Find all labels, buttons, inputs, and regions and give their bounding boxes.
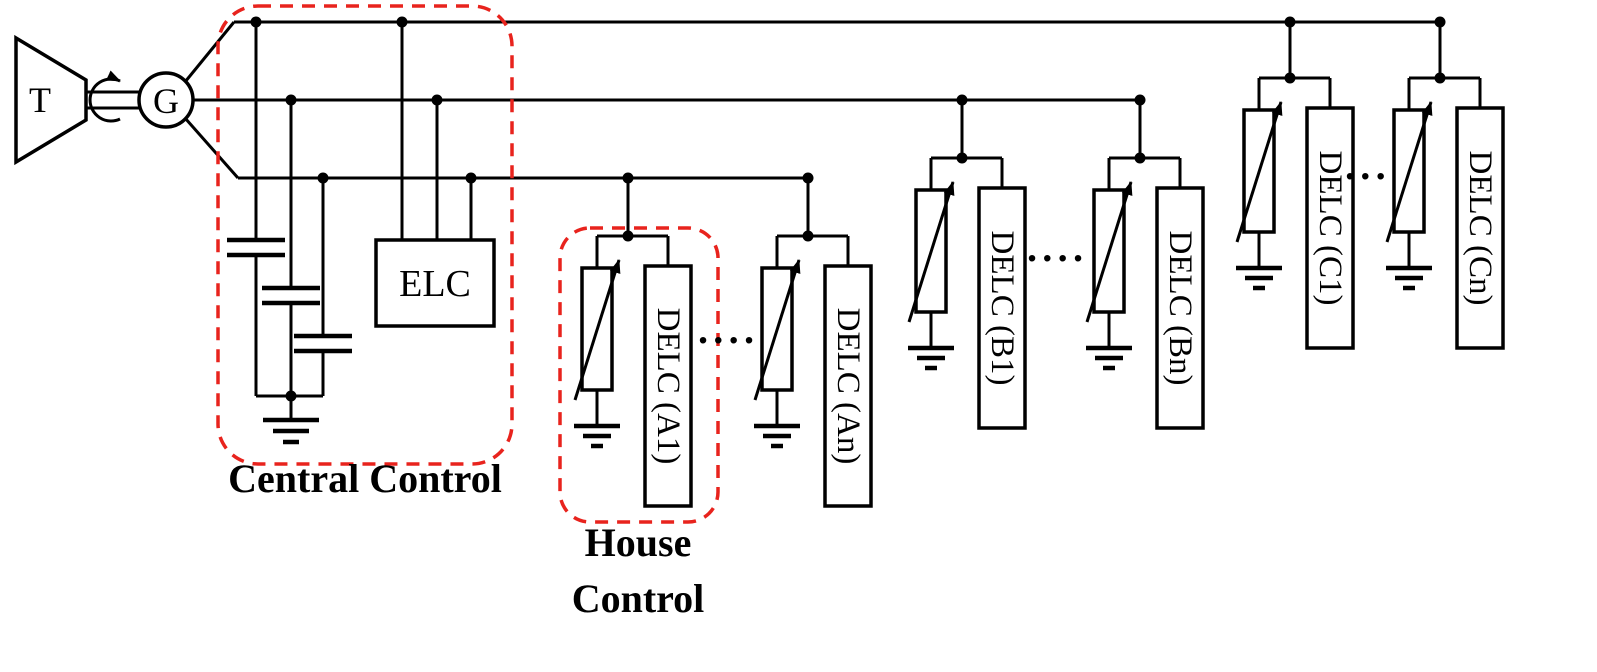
- delc-label-b1: DELC (B1): [984, 231, 1020, 386]
- resistor-arrow-icon: [573, 259, 621, 401]
- delc-group-a1: DELC (A1): [573, 178, 693, 508]
- turbine-body: [14, 34, 88, 166]
- phase-fan-bottom: [183, 117, 240, 179]
- delc-label-c1: DELC (C1): [1312, 151, 1348, 306]
- junction-dot: [1434, 72, 1446, 84]
- junction-dot: [956, 94, 968, 106]
- central-control-boundary: [216, 4, 514, 466]
- elc-label: ELC: [399, 263, 471, 305]
- junction-dots: [250, 16, 1446, 402]
- junction-dot: [1284, 16, 1296, 28]
- junction-dot: [1134, 94, 1146, 106]
- junction-dot: [802, 230, 814, 242]
- ellipsis-b: ····: [1025, 236, 1086, 281]
- rotation-arrow-icon: [88, 70, 121, 123]
- junction-dot: [1134, 152, 1146, 164]
- central-control-label: Central Control: [228, 456, 502, 501]
- ground-icon: [263, 417, 319, 445]
- junction-dot: [431, 94, 443, 106]
- delc-group-cn: DELC (Cn): [1385, 22, 1505, 350]
- ground-icon: [1086, 345, 1132, 371]
- junction-dot: [622, 230, 634, 242]
- junction-dot: [1434, 16, 1446, 28]
- delc-group-c1: DELC (C1): [1235, 22, 1355, 350]
- junction-dot: [1284, 72, 1296, 84]
- delc-label-an: DELC (An): [830, 308, 866, 465]
- ground-icon: [1236, 265, 1282, 291]
- junction-dot: [250, 16, 262, 28]
- resistor-arrow-icon: [753, 259, 801, 401]
- junction-dot: [465, 172, 477, 184]
- ground-icon: [754, 423, 800, 449]
- phase-fan-top: [183, 21, 236, 83]
- delc-group-b1: DELC (B1): [907, 100, 1027, 430]
- ground-icon: [1386, 265, 1432, 291]
- delc-box-bn: [1155, 186, 1205, 430]
- junction-dot: [802, 172, 814, 184]
- delc-box-a1: [643, 264, 693, 508]
- resistor-arrow-icon: [1385, 101, 1433, 243]
- variable-resistor: [1092, 188, 1126, 314]
- junction-dot: [956, 152, 968, 164]
- capacitor-bank: [227, 22, 352, 445]
- house-control-boundary: [558, 226, 720, 524]
- elc-unit: ELC: [374, 22, 496, 328]
- elc-box: [374, 238, 496, 328]
- turbine-symbol: T: [14, 34, 88, 166]
- delc-box-an: [823, 264, 873, 508]
- junction-dot: [622, 172, 634, 184]
- delc-box-b1: [977, 186, 1027, 430]
- junction-dot: [285, 94, 297, 106]
- delc-label-cn: DELC (Cn): [1462, 151, 1498, 306]
- junction-dot: [285, 390, 297, 402]
- junction-dot: [396, 16, 408, 28]
- delc-label-bn: DELC (Bn): [1162, 231, 1198, 386]
- resistor-arrow-icon: [1235, 101, 1283, 243]
- ground-icon: [574, 423, 620, 449]
- house-control-label-line1: House: [585, 520, 692, 565]
- delc-box-c1: [1305, 106, 1355, 350]
- resistor-arrow-icon: [1085, 181, 1133, 323]
- delc-group-bn: DELC (Bn): [1085, 100, 1205, 430]
- delc-label-a1: DELC (A1): [650, 308, 686, 465]
- delc-box-cn: [1455, 106, 1505, 350]
- ground-icon: [908, 345, 954, 371]
- junction-dot: [317, 172, 329, 184]
- resistor-arrow-icon: [907, 181, 955, 323]
- turbine-label: T: [29, 80, 51, 120]
- ellipsis-a: ····: [696, 318, 757, 363]
- delc-group-an: DELC (An): [753, 178, 873, 508]
- generator-label: G: [153, 81, 179, 121]
- house-control-label-line2: Control: [572, 576, 705, 621]
